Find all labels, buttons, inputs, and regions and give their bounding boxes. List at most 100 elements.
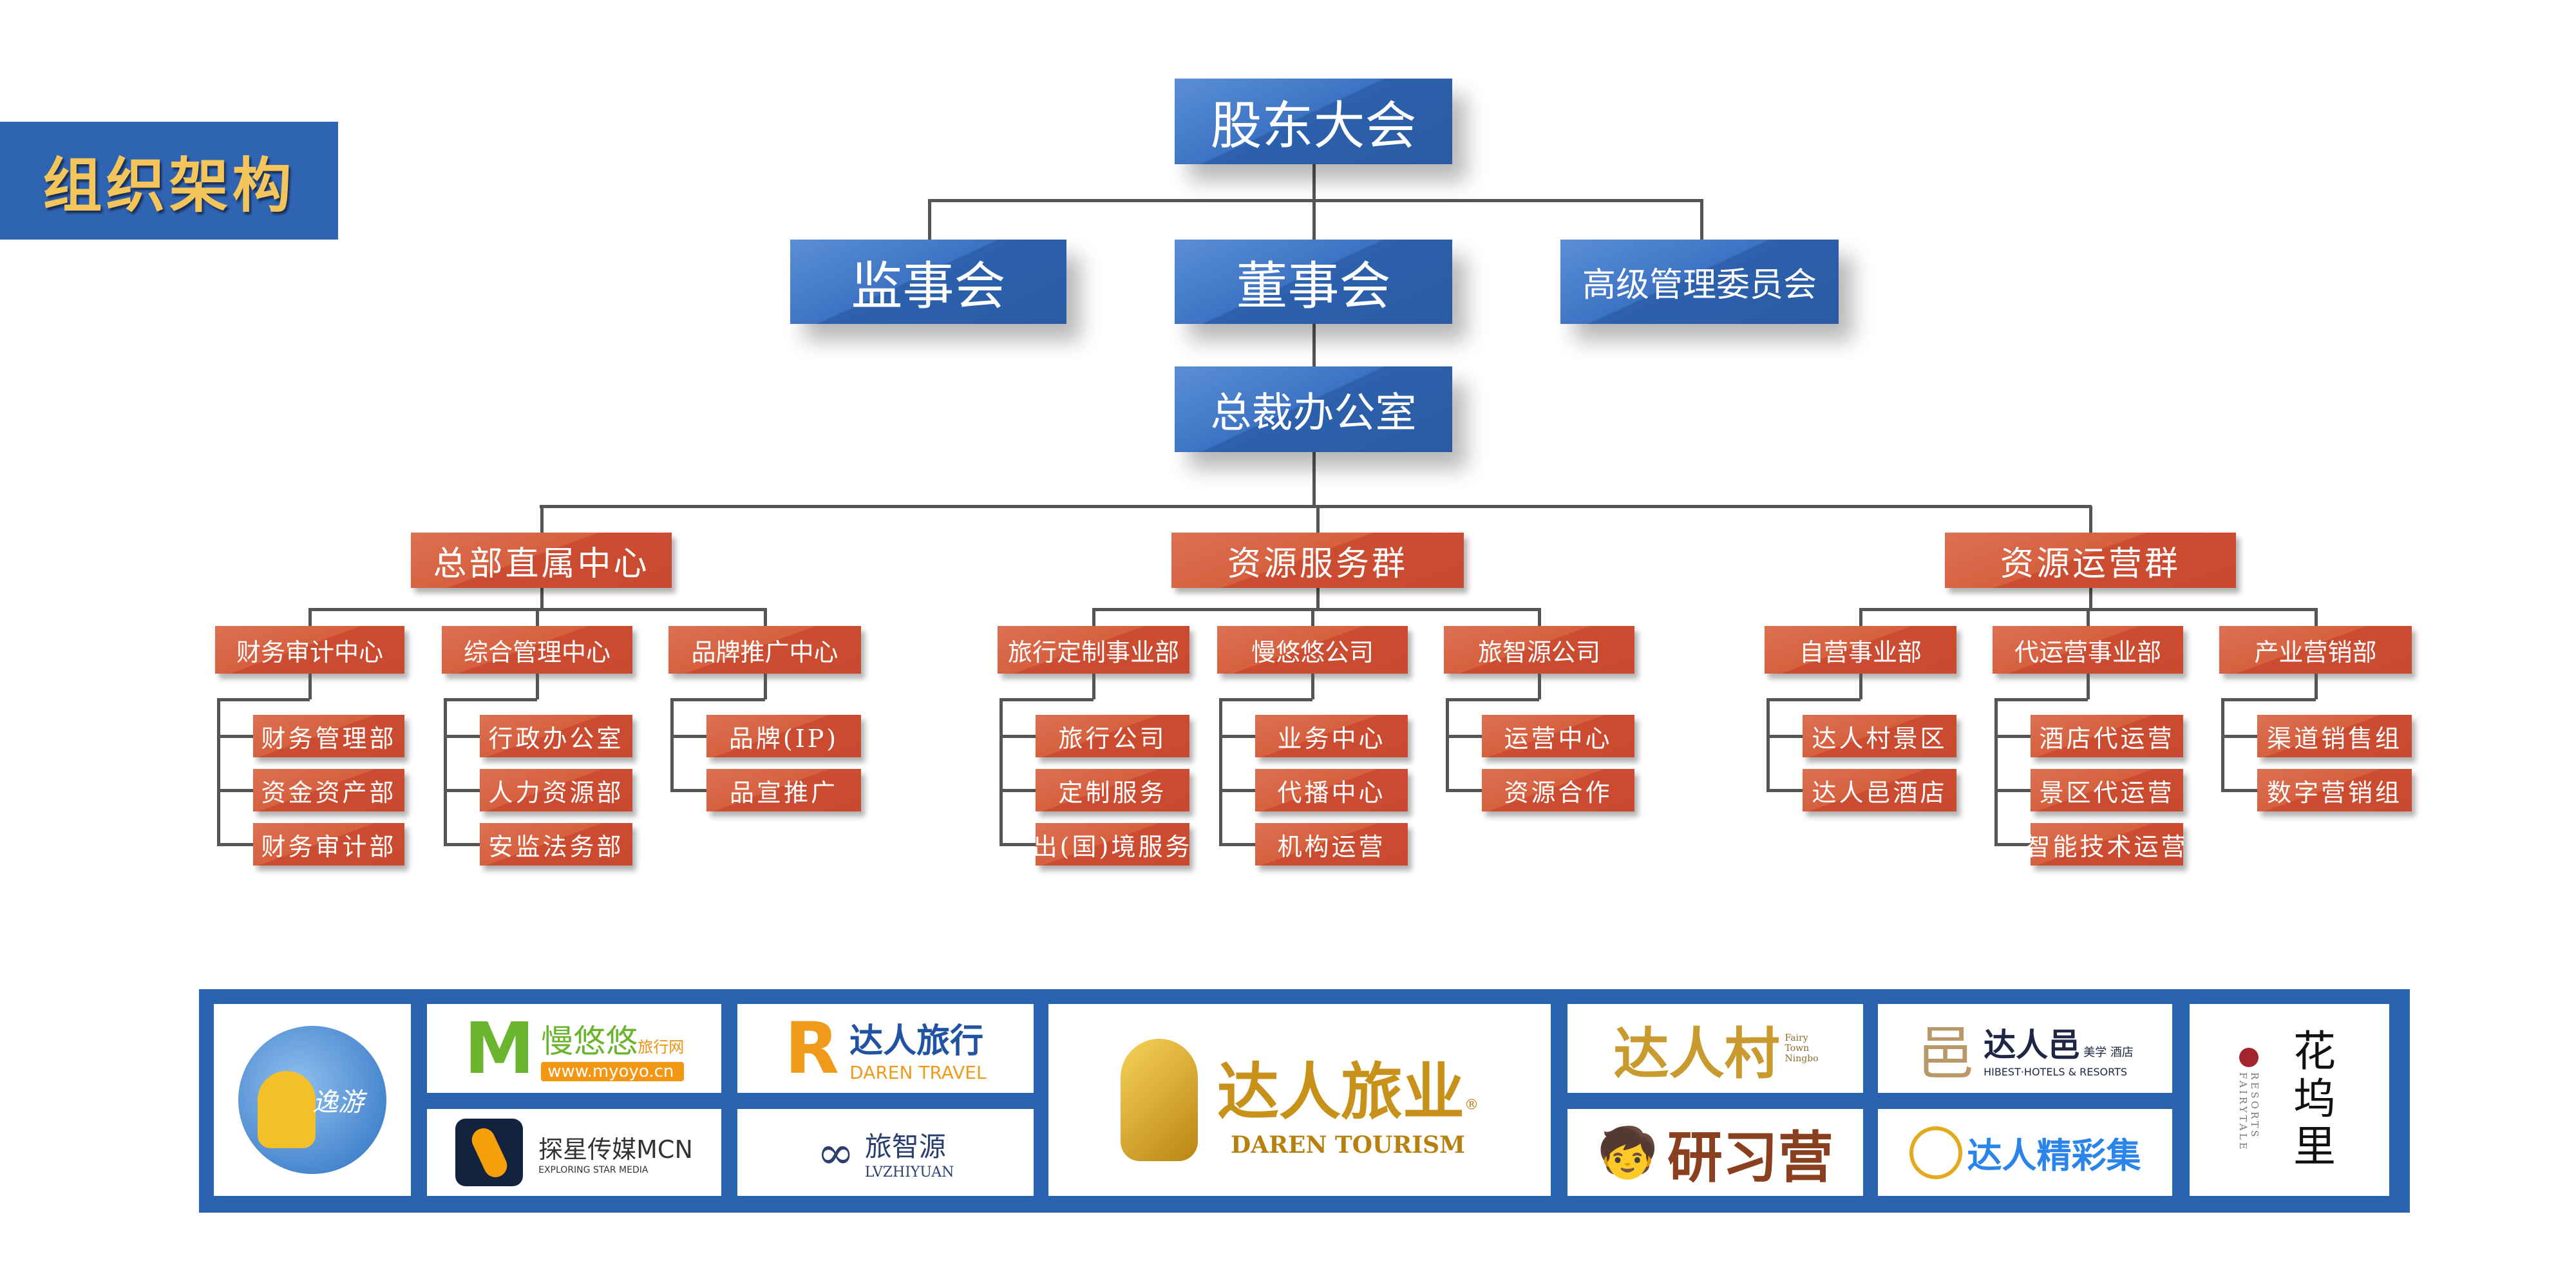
unit-node: 定制服务 (1036, 769, 1189, 811)
node-supervisory-board: 监事会 (790, 240, 1066, 324)
group-node: 总部直属中心 (411, 533, 672, 588)
connector (444, 789, 480, 792)
logo-lvzhiyuan-name: 旅智源 (864, 1130, 946, 1162)
connector (1538, 674, 1541, 699)
connector (1994, 735, 2031, 738)
center-node: 产业营销部 (2219, 626, 2412, 674)
connector (764, 608, 767, 626)
logo-daren-travel-sub: DAREN TRAVEL (849, 1062, 987, 1083)
logo-daren-tourism: 达人旅业® DAREN TOURISM (1048, 1004, 1551, 1196)
unit-node: 达人村景区 (1803, 715, 1956, 757)
connector (1859, 674, 1862, 699)
logo-huawuli: FAIRYTALE RESORTS 花坞里 (2190, 1004, 2389, 1196)
logo-manyouyou-suffix: 旅行网 (638, 1038, 685, 1056)
unit-node: 安监法务部 (480, 823, 632, 866)
jingcaiji-icon (1909, 1126, 1962, 1179)
connector (928, 199, 931, 240)
logo-manyouyou: M 慢悠悠旅行网 www.myoyo.cn (427, 1004, 721, 1093)
connector (1446, 698, 1539, 701)
logo-darencun-name: 达人村 (1613, 1021, 1780, 1086)
logo-tanxing-sub: EXPLORING STAR MEDIA (538, 1165, 649, 1175)
center-node: 代运营事业部 (1993, 626, 2183, 674)
node-board-of-directors: 董事会 (1175, 240, 1452, 324)
unit-node: 人力资源部 (480, 769, 632, 811)
logo-darenyi: 邑 达人邑 美学 酒店 HIBEST·HOTELS & RESORTS (1878, 1004, 2172, 1093)
connector (999, 698, 1003, 846)
connector (1994, 789, 2031, 792)
group-node: 资源运营群 (1945, 533, 2236, 588)
connector (1994, 698, 1998, 846)
connector (536, 674, 539, 699)
connector (540, 505, 2092, 508)
connector (2089, 506, 2092, 533)
registered-mark: ® (1464, 1097, 1479, 1113)
center-node: 旅行定制事业部 (998, 626, 1189, 674)
connector (1312, 452, 1316, 507)
connector (2087, 608, 2090, 626)
unit-node: 代播中心 (1255, 769, 1408, 811)
connector (999, 843, 1036, 846)
daren-mascot-icon (1121, 1039, 1198, 1161)
center-node: 综合管理中心 (442, 626, 632, 674)
brand-logo-strip: 逸游 M 慢悠悠旅行网 www.myoyo.cn 探星传媒MCN EXPLORI… (199, 989, 2410, 1213)
cloud-logo-icon: ∞ (817, 1126, 855, 1179)
logo-jingcaiji: 达人精彩集 (1878, 1109, 2172, 1196)
logo-huawuli-sub1: FAIRYTALE (2237, 1072, 2249, 1152)
connector (1311, 674, 1314, 699)
page-title-badge: 组织架构 (0, 122, 338, 240)
node-shareholders-meeting: 股东大会 (1175, 79, 1452, 164)
connector (1219, 698, 1222, 846)
logo-tanxing-name: 探星传媒MCN (538, 1135, 693, 1164)
connector (999, 698, 1094, 701)
unit-node: 资源合作 (1482, 769, 1634, 811)
unit-node: 财务管理部 (253, 715, 404, 757)
connector (308, 608, 312, 626)
connector (2221, 735, 2257, 738)
unit-node: 业务中心 (1255, 715, 1408, 757)
logo-jingcaiji-name: 达人精彩集 (1967, 1135, 2141, 1176)
connector (1311, 608, 1314, 626)
center-node: 财务审计中心 (215, 626, 404, 674)
connector (217, 698, 310, 701)
connector (1766, 698, 1861, 701)
connector (1859, 608, 1862, 626)
connector (999, 735, 1036, 738)
connector (1994, 843, 2031, 846)
logo-darencun: 达人村 Fairy Town Ningbo (1567, 1004, 1863, 1093)
unit-node: 品宣推广 (706, 769, 861, 811)
connector (444, 698, 537, 701)
connector (1700, 199, 1703, 240)
connector (444, 735, 480, 738)
logo-tanxing: 探星传媒MCN EXPLORING STAR MEDIA (427, 1109, 721, 1196)
connector (1446, 735, 1482, 738)
unit-node: 达人邑酒店 (1803, 769, 1956, 811)
logo-daren-tourism-name: 达人旅业 (1217, 1056, 1464, 1128)
connector (217, 789, 253, 792)
unit-node: 资金资产部 (253, 769, 404, 811)
connector (308, 674, 312, 699)
connector (1316, 588, 1320, 611)
connector (1219, 843, 1255, 846)
connector (1766, 789, 1803, 792)
unit-node: 行政办公室 (480, 715, 632, 757)
connector (1766, 735, 1803, 738)
node-senior-management-committee: 高级管理委员会 (1560, 240, 1839, 324)
connector (2087, 674, 2090, 699)
logo-yanxiying-name: 研习营 (1667, 1125, 1833, 1190)
logo-manyouyou-name: 慢悠悠 (541, 1023, 638, 1060)
connector (444, 843, 480, 846)
unit-node: 酒店代运营 (2031, 715, 2183, 757)
connector (1092, 674, 1095, 699)
connector (2315, 608, 2318, 626)
center-node: 慢悠悠公司 (1217, 626, 1408, 674)
logo-manyouyou-url: www.myoyo.cn (541, 1062, 685, 1081)
connector (2221, 789, 2257, 792)
connector (2315, 674, 2318, 699)
connector (2089, 588, 2092, 611)
connector (1446, 789, 1482, 792)
connector (540, 506, 544, 533)
connector (1766, 698, 1770, 791)
connector (1092, 608, 1095, 626)
unit-node: 出(国)境服务 (1033, 823, 1189, 866)
connector (217, 698, 220, 846)
